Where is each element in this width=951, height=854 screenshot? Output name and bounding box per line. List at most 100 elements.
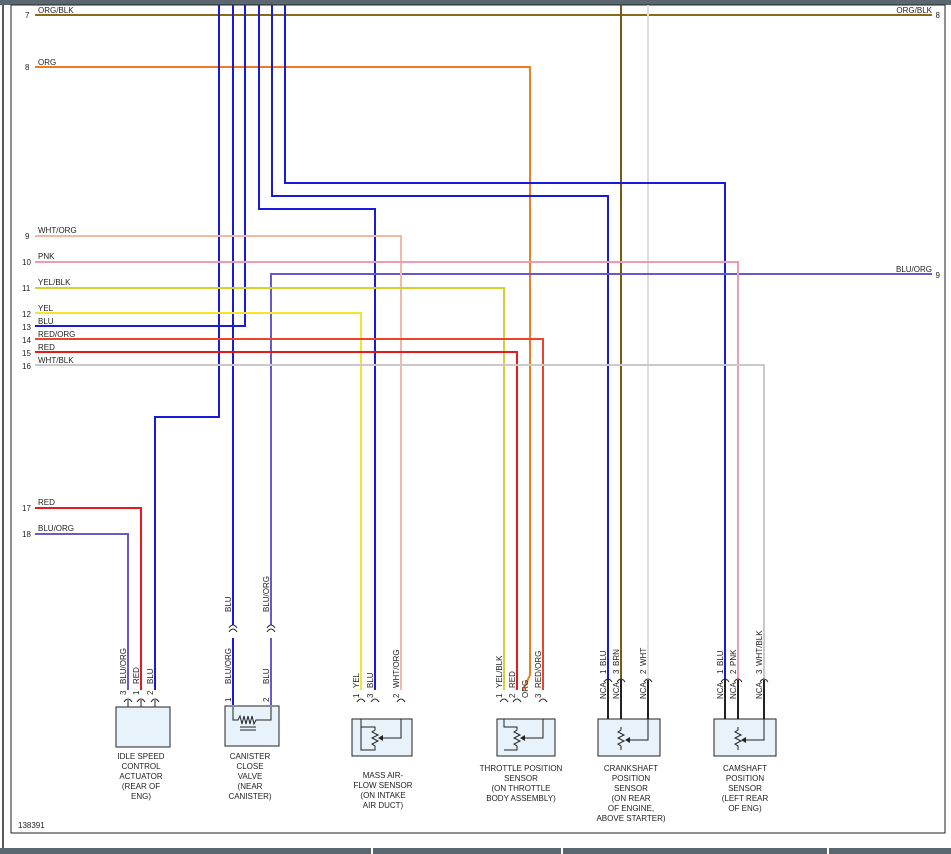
connector-mark bbox=[266, 624, 276, 629]
diagram-id: 138391 bbox=[18, 821, 45, 830]
pin-wire-label: BLU bbox=[366, 672, 375, 688]
connector-mark bbox=[228, 624, 238, 629]
pin-number: 1 bbox=[352, 693, 361, 698]
wire-pnk-cmp bbox=[35, 261, 739, 690]
circuit-label: YEL bbox=[38, 304, 54, 313]
wire-blu-org-isca bbox=[35, 533, 129, 690]
solenoid-coil-icon bbox=[232, 707, 272, 726]
component-crankshaft-position-sensor: NCA NCA NCA 1 3 2 BLU BRN WHT CRANKSHAFT… bbox=[596, 648, 665, 823]
caption-line: THROTTLE POSITION bbox=[480, 764, 563, 773]
pin-connector-mark bbox=[759, 678, 769, 683]
circuit-label: ORG bbox=[38, 58, 56, 67]
caption-line: ABOVE STARTER) bbox=[596, 814, 665, 823]
splice-label: BLU bbox=[224, 596, 233, 612]
pin-number: 1 bbox=[495, 693, 504, 698]
circuit-label: ORG/BLK bbox=[38, 6, 74, 15]
pin-connector-mark bbox=[136, 698, 146, 703]
caption-line: CONTROL bbox=[121, 762, 161, 771]
left-circuit-labels: 7 ORG/BLK 8 ORG 9 WHT/ORG 10 PNK 11 YEL/… bbox=[22, 6, 77, 539]
circuit-label: RED bbox=[38, 343, 55, 352]
circuit-num: 17 bbox=[22, 504, 31, 513]
wire-red-org-tps bbox=[35, 338, 544, 690]
pin-wire-label: BRN bbox=[612, 649, 621, 666]
wire-blu-org-ccv bbox=[270, 273, 932, 625]
caption-line: (ON THROTTLE bbox=[492, 784, 551, 793]
pin-wire-label: BLU bbox=[262, 668, 271, 684]
pin-connector-mark bbox=[150, 698, 160, 703]
pin-number: 2 bbox=[729, 669, 738, 674]
circuit-num: 13 bbox=[22, 323, 31, 332]
connector-mark bbox=[266, 628, 276, 633]
pin-wire-label: WHT bbox=[639, 648, 648, 666]
potentiometer-icon bbox=[733, 727, 743, 750]
caption-line: OF ENGINE, bbox=[608, 804, 654, 813]
pin-number: 2 bbox=[262, 697, 271, 702]
pin-number: 2 bbox=[639, 669, 648, 674]
pin-number: 2 bbox=[508, 693, 517, 698]
circuit-num: 9 bbox=[936, 271, 941, 280]
caption-line: VALVE bbox=[238, 772, 263, 781]
caption-line: POSITION bbox=[612, 774, 650, 783]
pin-connector-mark bbox=[643, 678, 653, 683]
caption-line: CAMSHAFT bbox=[723, 764, 767, 773]
pin-nca-label: NCA bbox=[639, 681, 648, 699]
pin-number: 1 bbox=[716, 669, 725, 674]
caption-line: (LEFT REAR bbox=[722, 794, 769, 803]
pin-wire-label: ORG bbox=[521, 680, 530, 698]
right-circuit-labels: 8 ORG/BLK 9 BLU/ORG bbox=[896, 6, 941, 280]
circuit-label: BLU/ORG bbox=[896, 265, 932, 274]
component-canister-close-valve: 1 2 BLU/ORG BLU CANISTER CLOSE VALVE (NE… bbox=[224, 648, 280, 801]
pin-number: 1 bbox=[132, 690, 141, 695]
wire-blu-isca bbox=[154, 5, 220, 690]
caption-line: (NEAR bbox=[238, 782, 263, 791]
component-throttle-position-sensor: 1 2 3 YEL/BLK RED ORG RED/ORG THROTTLE P… bbox=[480, 651, 563, 803]
circuit-label: BLU bbox=[38, 317, 54, 326]
pin-number: 2 bbox=[146, 690, 155, 695]
pin-wire-label: PNK bbox=[729, 649, 738, 666]
caption-line: IDLE SPEED bbox=[117, 752, 164, 761]
pin-number: 3 bbox=[366, 693, 375, 698]
caption-line: BODY ASSEMBLY) bbox=[486, 794, 556, 803]
pin-number: 1 bbox=[599, 669, 608, 674]
pin-wire-label: RED/ORG bbox=[534, 651, 543, 688]
circuit-num: 16 bbox=[22, 362, 31, 371]
pin-wire-label: RED bbox=[508, 671, 517, 688]
circuit-label: ORG/BLK bbox=[896, 6, 932, 15]
caption-line: CANISTER bbox=[230, 752, 271, 761]
wiper-line bbox=[522, 719, 544, 739]
pin-nca-label: NCA bbox=[599, 681, 608, 699]
caption-line: ENG) bbox=[131, 792, 151, 801]
caption-line: SENSOR bbox=[614, 784, 648, 793]
pin-connector-mark bbox=[396, 698, 406, 703]
component-body bbox=[713, 718, 777, 757]
pin-connector-mark bbox=[720, 678, 730, 683]
potentiometer-icon bbox=[616, 727, 626, 750]
caption-line: POSITION bbox=[726, 774, 764, 783]
pin-number: 3 bbox=[755, 669, 764, 674]
pin-connector-mark bbox=[512, 698, 522, 703]
caption-line: (ON REAR bbox=[611, 794, 650, 803]
circuit-label: RED bbox=[38, 498, 55, 507]
pin-wire-label: BLU/ORG bbox=[224, 648, 233, 684]
pin-wire-label: BLU bbox=[599, 650, 608, 666]
caption-line: AIR DUCT) bbox=[363, 801, 404, 810]
circuit-label: YEL/BLK bbox=[38, 278, 71, 287]
circuit-num: 9 bbox=[25, 232, 30, 241]
pin-wire-label: WHT/ORG bbox=[392, 649, 401, 688]
wire-yel-blk-tps bbox=[35, 287, 505, 690]
circuit-label: WHT/ORG bbox=[38, 226, 77, 235]
pin-number: 1 bbox=[224, 697, 233, 702]
caption-line: SENSOR bbox=[728, 784, 762, 793]
component-mass-air-flow-sensor: 1 3 2 YEL BLU WHT/ORG MASS AIR- FLOW SEN… bbox=[351, 649, 413, 810]
pin-connector-mark bbox=[123, 698, 133, 703]
pin-wire-label: YEL/BLK bbox=[495, 655, 504, 688]
circuit-num: 15 bbox=[22, 349, 31, 358]
pin-nca-label: NCA bbox=[755, 681, 764, 699]
wiper-line bbox=[627, 719, 649, 741]
pin-connector-mark bbox=[356, 698, 366, 703]
pin-wire-label: WHT/BLK bbox=[755, 630, 764, 666]
circuit-num: 7 bbox=[25, 11, 30, 20]
wiper-line bbox=[743, 719, 765, 741]
pin-nca-label: NCA bbox=[612, 681, 621, 699]
